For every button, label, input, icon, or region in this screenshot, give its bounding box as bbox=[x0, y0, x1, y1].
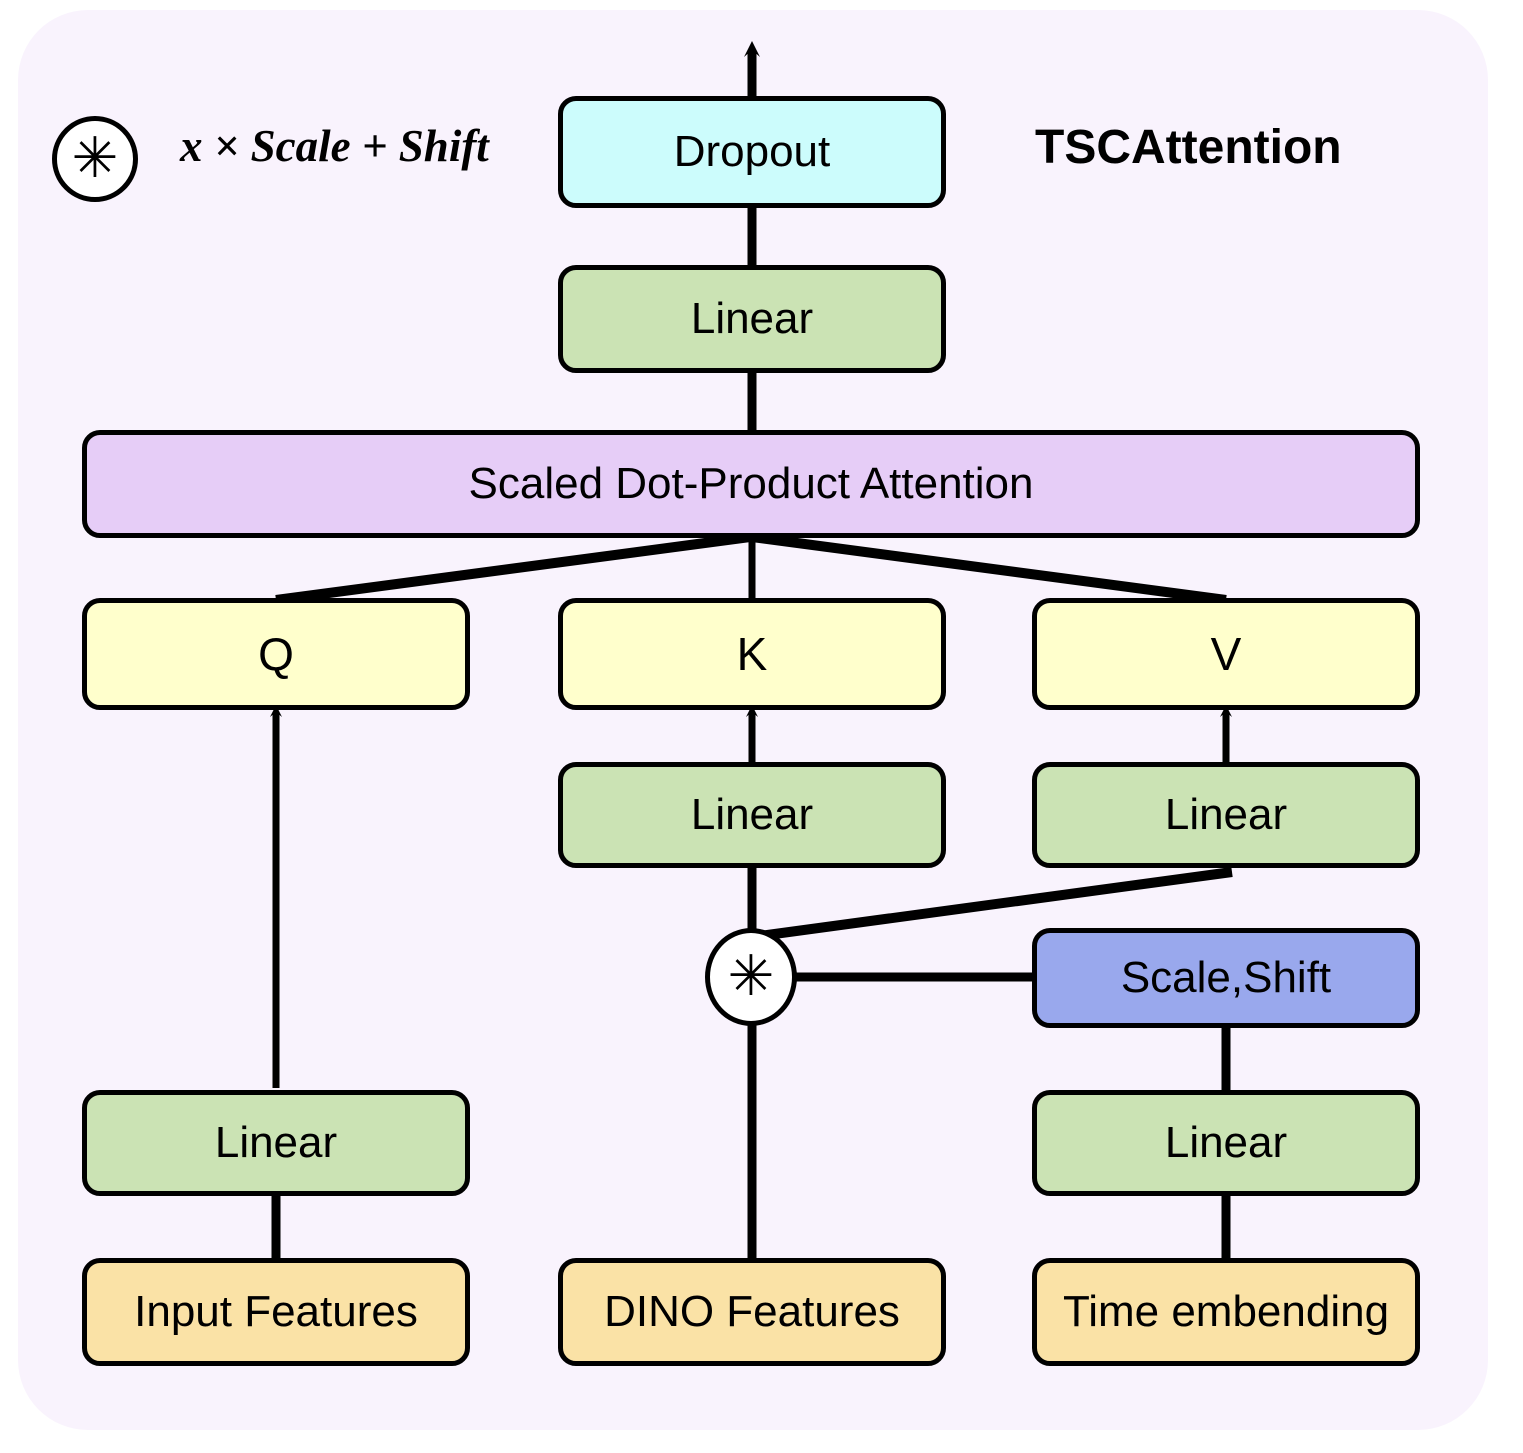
node-v[interactable]: V bbox=[1032, 598, 1420, 710]
node-scale-shift[interactable]: Scale,Shift bbox=[1032, 928, 1420, 1028]
node-time-linear[interactable]: Linear bbox=[1032, 1090, 1420, 1196]
modulate-glyph: ✳ bbox=[727, 944, 775, 1009]
node-q[interactable]: Q bbox=[82, 598, 470, 710]
node-input-features[interactable]: Input Features bbox=[82, 1258, 470, 1366]
node-output-linear[interactable]: Linear bbox=[558, 265, 946, 373]
edge-q-to-attention bbox=[275, 532, 751, 605]
node-dino-features[interactable]: DINO Features bbox=[558, 1258, 946, 1366]
asterisk-icon: ✳ bbox=[52, 116, 138, 202]
edge-v-to-attention bbox=[751, 532, 1227, 605]
modulate-asterisk-icon[interactable]: ✳ bbox=[705, 928, 797, 1026]
node-v-linear[interactable]: Linear bbox=[1032, 762, 1420, 868]
node-scaled-dot-product-attention[interactable]: Scaled Dot-Product Attention bbox=[82, 430, 1420, 538]
node-q-linear[interactable]: Linear bbox=[82, 1090, 470, 1196]
edge-modulate-to-vlinear bbox=[744, 867, 1233, 943]
node-dropout[interactable]: Dropout bbox=[558, 96, 946, 208]
node-k-linear[interactable]: Linear bbox=[558, 762, 946, 868]
legend-formula: x × Scale + Shift bbox=[180, 121, 489, 171]
asterisk-glyph: ✳ bbox=[71, 126, 119, 191]
node-time-embedding[interactable]: Time embending bbox=[1032, 1258, 1420, 1366]
page-title: TSCAttention bbox=[1035, 121, 1342, 174]
node-k[interactable]: K bbox=[558, 598, 946, 710]
